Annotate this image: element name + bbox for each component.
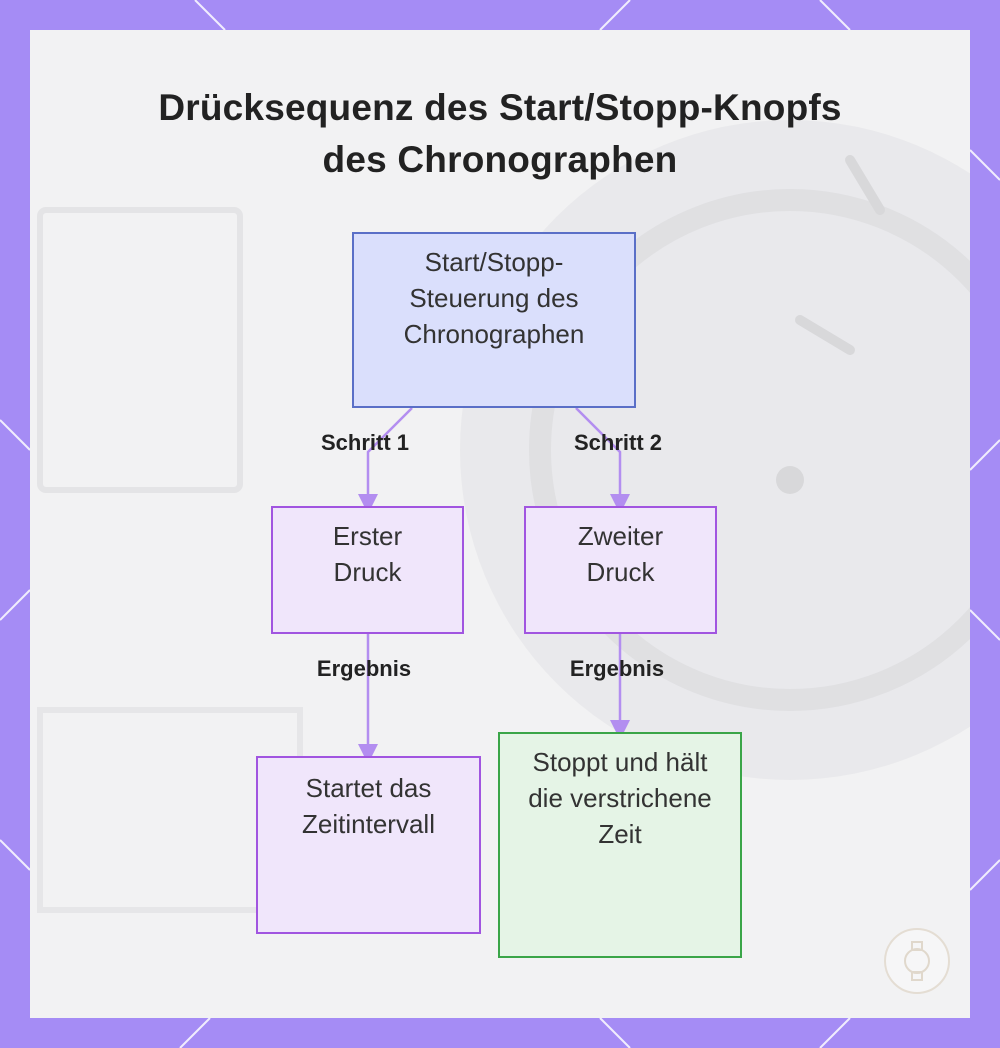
node-label: Stoppt und hält die verstrichene Zeit (528, 747, 712, 849)
edge-label-result-1: Ergebnis (316, 656, 412, 681)
node-first-press: Erster Druck (271, 506, 464, 634)
node-label: Start/Stopp-Steuerung des Chronographen (403, 247, 585, 349)
edge-label-result-2: Ergebnis (569, 656, 665, 681)
node-label: Erster Druck (332, 521, 403, 587)
title-line-1: Drücksequenz des Start/Stopp-Knopfs (158, 87, 842, 128)
node-label: Startet das Zeitintervall (302, 773, 435, 839)
edge-root-to-second (575, 407, 630, 514)
edge-label-step-2: Schritt 2 (573, 430, 663, 455)
node-second-press: Zweiter Druck (524, 506, 717, 634)
edge-label-step-1: Schritt 1 (320, 430, 410, 455)
node-start-stop-control: Start/Stopp-Steuerung des Chronographen (352, 232, 636, 408)
diagram-title: Drücksequenz des Start/Stopp-Knopfs des … (0, 82, 1000, 186)
title-line-2: des Chronographen (322, 139, 678, 180)
node-stop-hold-time: Stoppt und hält die verstrichene Zeit (498, 732, 742, 958)
node-start-interval: Startet das Zeitintervall (256, 756, 481, 934)
watch-logo-icon (884, 928, 950, 994)
node-label: Zweiter Druck (577, 521, 664, 587)
edge-root-to-first (358, 407, 413, 514)
